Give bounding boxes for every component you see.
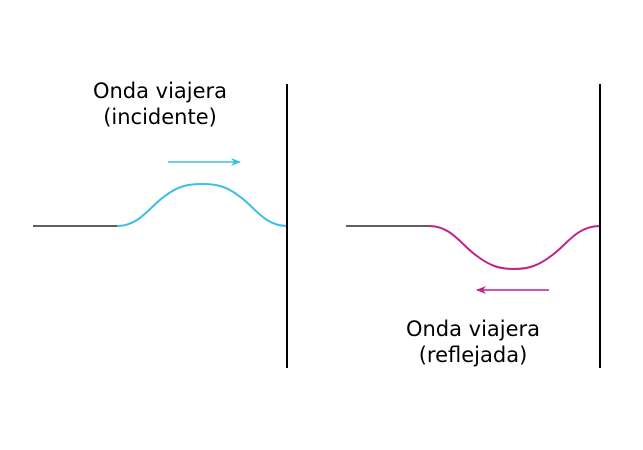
reflected-panel [346, 84, 601, 368]
reflected-pulse [428, 225, 601, 271]
incident-label-line1: Onda viajera [92, 79, 228, 103]
incident-panel [33, 84, 288, 368]
incident-pulse [116, 182, 288, 227]
reflected-wave-label: Onda viajera (reflejada) [383, 316, 563, 368]
incident-wave-label: Onda viajera (incidente) [70, 78, 250, 130]
incident-label-line2: (incidente) [103, 105, 217, 129]
reflected-label-line1: Onda viajera [405, 317, 541, 341]
reflected-label-line2: (reflejada) [418, 343, 528, 367]
